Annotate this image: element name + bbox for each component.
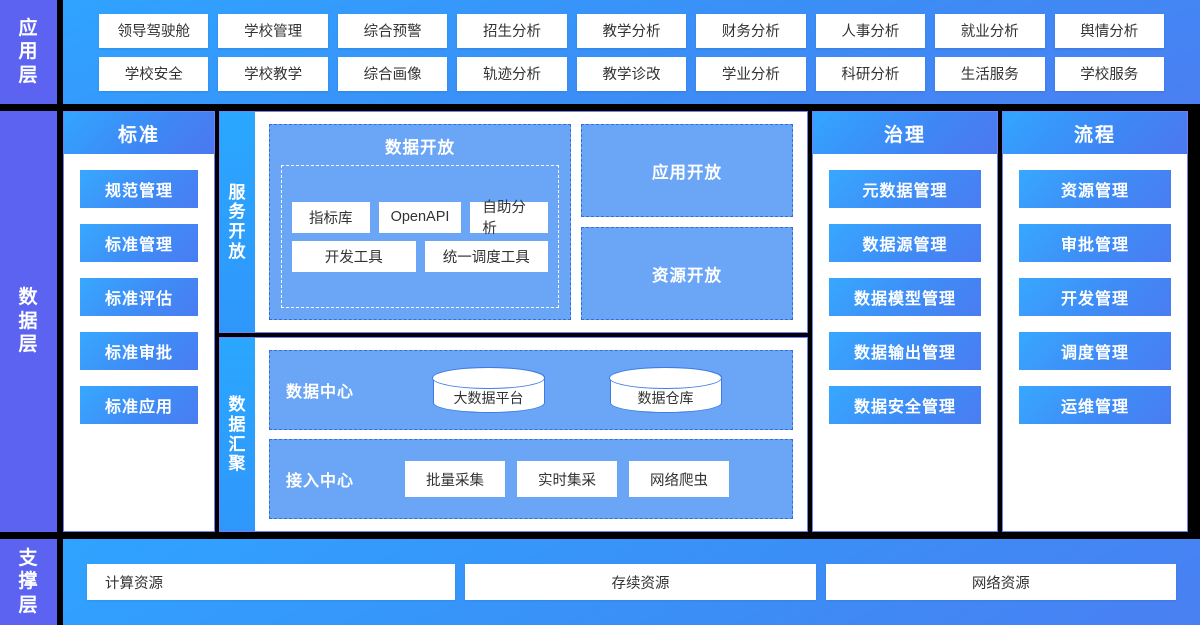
app-item-school-service[interactable]: 学校服务: [1054, 56, 1164, 91]
app-item-leader-cockpit[interactable]: 领导驾驶舱: [99, 13, 209, 48]
layer-label-data: 数据层: [0, 111, 57, 532]
app-item-teaching-analysis[interactable]: 教学分析: [576, 13, 687, 48]
app-item-school-safety[interactable]: 学校安全: [99, 56, 209, 91]
service-open-tab: 服务开放: [220, 112, 255, 332]
open-data-tools-container: 指标库 OpenAPI 自助分析 开发工具 统一调度工具: [281, 165, 559, 308]
standard-item-standard-management[interactable]: 标准管理: [80, 224, 198, 262]
store-data-warehouse-label: 数据仓库: [637, 390, 694, 406]
data-layer-panel: 标准 规范管理 标准管理 标准评估 标准审批 标准应用 服务开放 数据开放: [63, 111, 1200, 532]
layer-label-application: 应用层: [0, 0, 57, 104]
database-icon-big-data-platform[interactable]: 大数据平台: [432, 366, 545, 413]
process-column-body: 资源管理 审批管理 开发管理 调度管理 运维管理: [1003, 154, 1187, 531]
governance-item-metadata-management[interactable]: 元数据管理: [829, 170, 981, 208]
app-item-school-teaching[interactable]: 学校教学: [218, 56, 328, 91]
process-item-scheduling-management[interactable]: 调度管理: [1019, 332, 1171, 370]
data-aggregation-tab: 数据汇聚: [220, 338, 255, 531]
standard-column-title: 标准: [64, 112, 214, 154]
data-aggregation-tab-label: 数据汇聚: [228, 395, 247, 474]
tool-self-service-analysis[interactable]: 自助分析: [470, 200, 548, 237]
app-item-enrollment-analysis[interactable]: 招生分析: [457, 13, 567, 48]
service-open-tab-label: 服务开放: [228, 182, 247, 261]
process-item-operations-management[interactable]: 运维管理: [1019, 386, 1171, 424]
access-center-row: 接入中心 批量采集 实时集采 网络爬虫: [269, 439, 793, 519]
data-aggregation-content: 数据中心 大数据平台 数据仓库 接入中心: [255, 338, 807, 531]
app-item-comprehensive-warning[interactable]: 综合预警: [337, 13, 448, 48]
access-center-label: 接入中心: [286, 473, 355, 490]
support-item-compute-resource[interactable]: 计算资源: [87, 564, 456, 600]
open-cards-container: 应用开放 资源开放: [581, 124, 793, 320]
card-resource-open[interactable]: 资源开放: [581, 227, 793, 320]
governance-item-data-security-management[interactable]: 数据安全管理: [829, 386, 981, 424]
open-data-title: 数据开放: [385, 139, 455, 157]
service-open-content: 数据开放 指标库 OpenAPI 自助分析 开发工具 统一调度工具: [255, 112, 807, 332]
app-item-research-analysis[interactable]: 科研分析: [815, 56, 926, 91]
data-center-row: 数据中心 大数据平台 数据仓库: [269, 350, 793, 430]
layer-label-application-text: 应用层: [18, 17, 39, 86]
governance-item-data-output-management[interactable]: 数据输出管理: [829, 332, 981, 370]
source-web-crawler[interactable]: 网络爬虫: [629, 461, 729, 497]
standard-item-standard-evaluation[interactable]: 标准评估: [80, 278, 198, 316]
application-row-1: 领导驾驶舱 学校管理 综合预警 招生分析 教学分析 财务分析 人事分析 就业分析…: [75, 13, 1188, 48]
application-layer-panel: 领导驾驶舱 学校管理 综合预警 招生分析 教学分析 财务分析 人事分析 就业分析…: [63, 0, 1200, 104]
layer-label-data-text: 数据层: [18, 287, 39, 356]
process-column: 流程 资源管理 审批管理 开发管理 调度管理 运维管理: [1002, 111, 1188, 532]
tool-indicator-library[interactable]: 指标库: [292, 201, 370, 233]
support-layer-panel: 计算资源 存续资源 网络资源: [63, 539, 1200, 625]
database-icon-data-warehouse[interactable]: 数据仓库: [609, 366, 722, 413]
governance-column: 治理 元数据管理 数据源管理 数据模型管理 数据输出管理 数据安全管理: [812, 111, 998, 532]
governance-item-datasource-management[interactable]: 数据源管理: [829, 224, 981, 262]
app-item-teaching-diagnosis[interactable]: 教学诊改: [576, 56, 687, 91]
tool-unified-scheduling[interactable]: 统一调度工具: [424, 240, 548, 272]
open-data-tools-row-1: 指标库 OpenAPI 自助分析: [292, 200, 548, 237]
app-item-comprehensive-portrait[interactable]: 综合画像: [337, 56, 448, 91]
application-row-2: 学校安全 学校教学 综合画像 轨迹分析 教学诊改 学业分析 科研分析 生活服务 …: [75, 56, 1188, 91]
standard-column-body: 规范管理 标准管理 标准评估 标准审批 标准应用: [64, 154, 214, 531]
tool-openapi[interactable]: OpenAPI: [378, 201, 462, 233]
source-batch-collection[interactable]: 批量采集: [405, 461, 505, 497]
open-data-tools-row-2: 开发工具 统一调度工具: [292, 240, 548, 272]
support-item-network-resource[interactable]: 网络资源: [825, 564, 1176, 600]
access-center-sources: 批量采集 实时集采 网络爬虫: [400, 461, 776, 497]
app-item-life-service[interactable]: 生活服务: [935, 56, 1045, 91]
process-column-title: 流程: [1003, 112, 1187, 154]
layer-label-support-text: 支撑层: [18, 547, 39, 616]
standard-column: 标准 规范管理 标准管理 标准评估 标准审批 标准应用: [63, 111, 215, 532]
standard-item-standard-application[interactable]: 标准应用: [80, 386, 198, 424]
app-item-hr-analysis[interactable]: 人事分析: [815, 13, 926, 48]
open-data-block: 数据开放 指标库 OpenAPI 自助分析 开发工具 统一调度工具: [269, 124, 571, 320]
service-open-panel: 服务开放 数据开放 指标库 OpenAPI 自助分析 开发工具: [219, 111, 808, 333]
process-item-development-management[interactable]: 开发管理: [1019, 278, 1171, 316]
card-application-open[interactable]: 应用开放: [581, 124, 793, 217]
store-big-data-platform-label: 大数据平台: [453, 390, 524, 406]
support-item-storage-resource[interactable]: 存续资源: [465, 564, 816, 600]
governance-column-title: 治理: [813, 112, 997, 154]
data-center-stores: 大数据平台 数据仓库: [400, 366, 776, 413]
standard-item-standard-approval[interactable]: 标准审批: [80, 332, 198, 370]
app-item-trajectory-analysis[interactable]: 轨迹分析: [457, 56, 567, 91]
source-realtime-collection[interactable]: 实时集采: [517, 461, 617, 497]
data-center-label: 数据中心: [286, 384, 355, 401]
app-item-academic-analysis[interactable]: 学业分析: [696, 56, 806, 91]
governance-column-body: 元数据管理 数据源管理 数据模型管理 数据输出管理 数据安全管理: [813, 154, 997, 531]
app-item-school-management[interactable]: 学校管理: [218, 13, 328, 48]
center-stack: 服务开放 数据开放 指标库 OpenAPI 自助分析 开发工具: [219, 111, 808, 532]
app-item-employment-analysis[interactable]: 就业分析: [935, 13, 1045, 48]
tool-development-tools[interactable]: 开发工具: [292, 240, 416, 272]
app-item-finance-analysis[interactable]: 财务分析: [696, 13, 806, 48]
process-item-resource-management[interactable]: 资源管理: [1019, 170, 1171, 208]
data-aggregation-panel: 数据汇聚 数据中心 大数据平台 数据仓库: [219, 337, 808, 532]
layer-label-support: 支撑层: [0, 539, 57, 625]
process-item-approval-management[interactable]: 审批管理: [1019, 224, 1171, 262]
standard-item-norm-management[interactable]: 规范管理: [80, 170, 198, 208]
app-item-public-opinion-analysis[interactable]: 舆情分析: [1054, 13, 1164, 48]
governance-item-data-model-management[interactable]: 数据模型管理: [829, 278, 981, 316]
